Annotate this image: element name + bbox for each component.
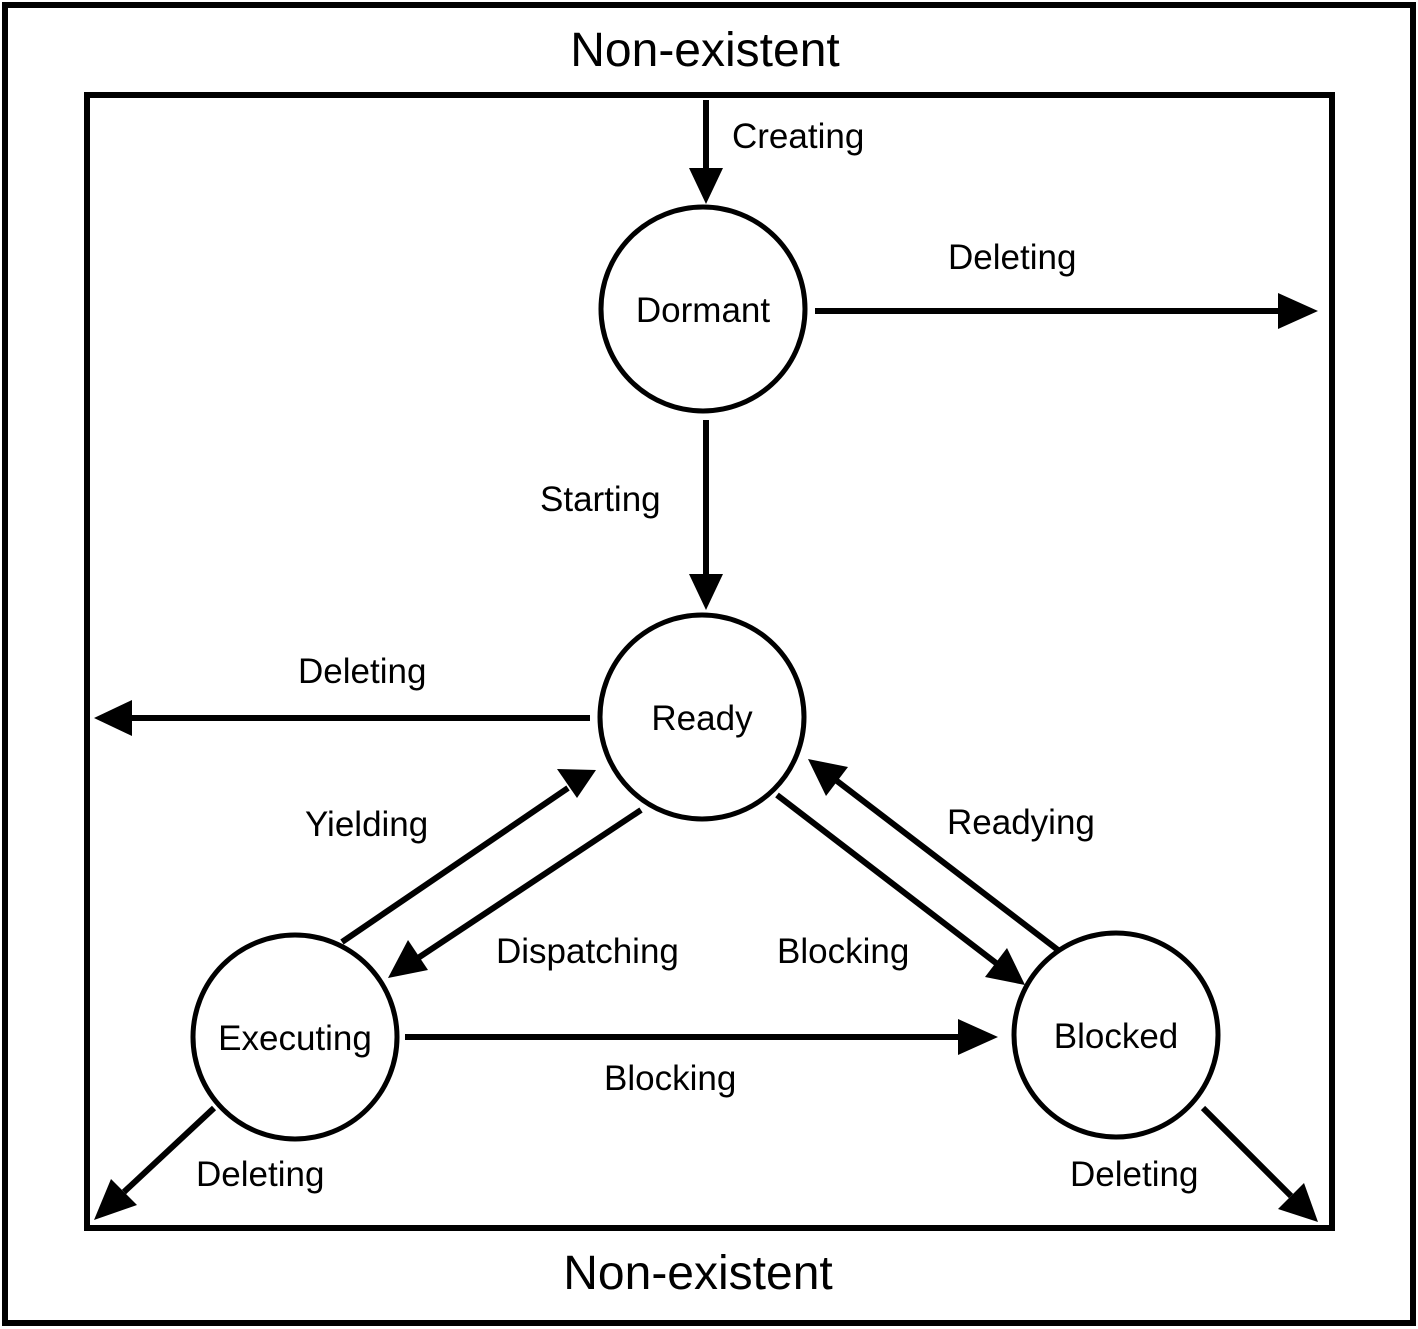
ready-deleting-arrow <box>94 700 590 736</box>
yielding-arrow <box>340 769 596 945</box>
executing-blocking-arrow <box>405 1019 998 1055</box>
state-blocked-label: Blocked <box>1054 1017 1179 1056</box>
state-ready: Ready <box>597 612 807 822</box>
ready-deleting-label: Deleting <box>298 652 426 691</box>
blocked-deleting-arrow <box>1200 1105 1318 1222</box>
dormant-deleting-label: Deleting <box>948 238 1076 277</box>
readying-arrow <box>808 759 1060 953</box>
starting-label: Starting <box>540 480 661 519</box>
ready-blocking-arrow <box>775 792 1025 985</box>
yielding-label: Yielding <box>305 805 428 844</box>
state-blocked: Blocked <box>1011 930 1221 1140</box>
state-dormant: Dormant <box>598 204 808 414</box>
creating-label: Creating <box>732 117 864 156</box>
dormant-deleting-arrow <box>815 293 1318 329</box>
state-ready-label: Ready <box>651 699 753 738</box>
state-executing-label: Executing <box>218 1019 372 1058</box>
executing-deleting-arrow <box>94 1105 217 1220</box>
dispatching-label: Dispatching <box>496 932 679 971</box>
blocked-deleting-label: Deleting <box>1070 1155 1198 1194</box>
non-existent-top-label: Non-existent <box>570 24 839 77</box>
inner-frame <box>84 92 1335 1231</box>
non-existent-bottom-label: Non-existent <box>563 1247 832 1300</box>
dispatching-arrow <box>388 807 643 978</box>
state-dormant-label: Dormant <box>636 291 770 330</box>
state-executing: Executing <box>190 932 400 1142</box>
creating-arrow <box>689 100 723 204</box>
ready-blocking-label: Blocking <box>777 932 909 971</box>
readying-label: Readying <box>947 803 1095 842</box>
executing-blocking-label: Blocking <box>604 1059 736 1098</box>
starting-arrow <box>689 420 723 610</box>
executing-deleting-label: Deleting <box>196 1155 324 1194</box>
